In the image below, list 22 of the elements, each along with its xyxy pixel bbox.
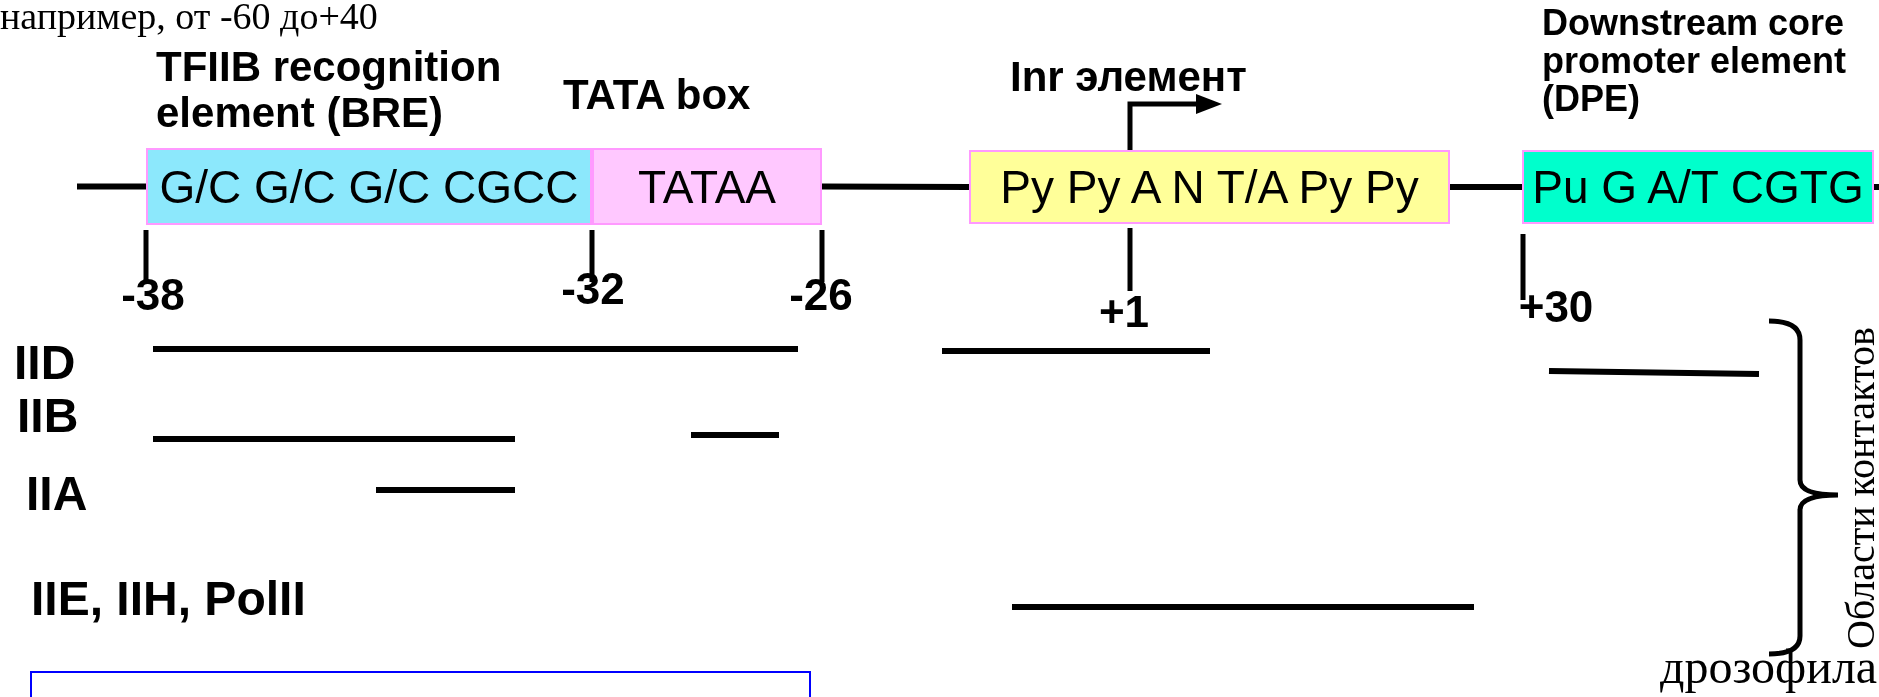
element-heading: TATA box [563, 72, 752, 118]
element-heading: TFIIB recognition element (BRE) [156, 44, 503, 136]
sequence-box: TATAA [592, 148, 822, 225]
dna-line [1874, 184, 1879, 190]
dna-line [1450, 184, 1522, 190]
factor-label: IID [14, 335, 76, 391]
element-heading: Downstream core promoter element (DPE) [1542, 4, 1848, 118]
note-text: например, от -60 до+40 [0, 0, 378, 36]
position-label: -26 [789, 270, 853, 320]
position-label: +30 [1518, 282, 1594, 332]
sequence-box: Py Py A N T/A Py Py [969, 150, 1450, 224]
position-label: +1 [1098, 287, 1150, 337]
position-label: -32 [561, 264, 625, 314]
factor-label: IIE, IIH, PolII [31, 571, 306, 627]
position-label: -38 [121, 270, 185, 320]
factor-label: IIA [26, 466, 88, 522]
dna-line [77, 183, 146, 190]
sequence-box: Pu G A/T CGTG [1522, 150, 1874, 224]
factor-label: IIB [17, 388, 79, 444]
sequence-box: G/C G/C G/C CGCC [146, 148, 592, 225]
element-heading: Inr элемент [1010, 54, 1248, 100]
dna-line [822, 183, 969, 190]
